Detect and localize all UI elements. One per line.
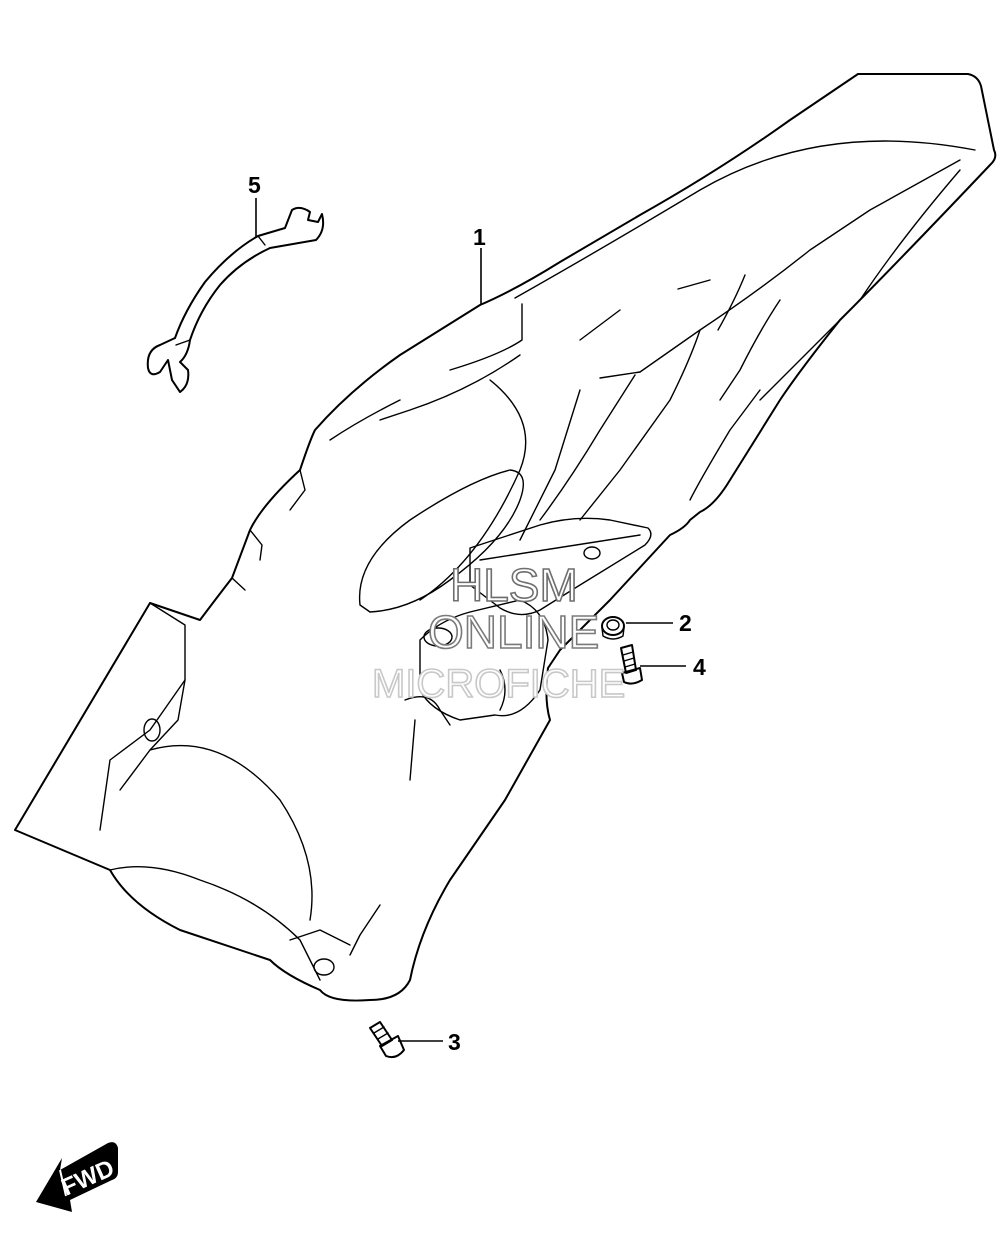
- watermark-line-3: MICROFICHE: [372, 662, 625, 706]
- bolt-part-3[interactable]: [369, 1021, 405, 1059]
- bolt-part-4[interactable]: [620, 644, 643, 685]
- callout-5: 5: [248, 172, 261, 198]
- tool-wrench-part[interactable]: [146, 206, 325, 393]
- callout-3: 3: [448, 1029, 461, 1055]
- rear-fender-part[interactable]: [14, 73, 997, 1002]
- callout-1: 1: [473, 224, 486, 250]
- callout-2: 2: [679, 610, 692, 636]
- fwd-direction-badge: FWD: [36, 1142, 118, 1212]
- watermark-line-1: HLSM: [450, 559, 578, 611]
- watermark-line-2: ONLINE: [428, 606, 599, 658]
- callout-4: 4: [693, 654, 706, 680]
- nut-part[interactable]: [601, 616, 625, 640]
